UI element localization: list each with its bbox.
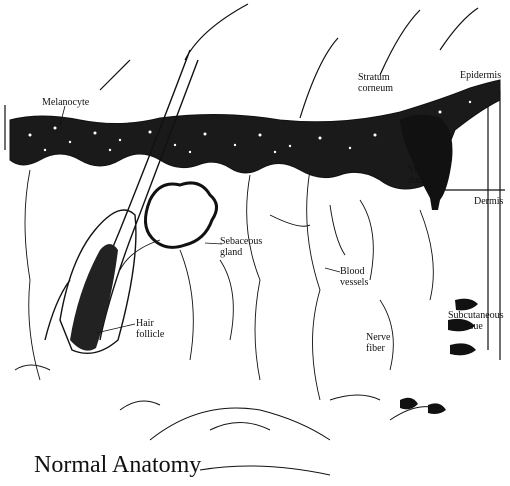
label-hair-follicle: Hair follicle: [136, 318, 186, 340]
label-dermis-text: Dermis: [474, 196, 503, 207]
label-sebaceous-line1: Sebaceous: [220, 236, 262, 247]
label-stratum-line1: Stratum: [358, 72, 390, 83]
label-sebaceous-gland: Sebaceous gland: [220, 236, 290, 258]
label-stratum-corneum: Stratum corneum: [358, 72, 418, 94]
label-blood-line1: Blood: [340, 266, 364, 277]
label-nerve-fiber: Nerve fiber: [366, 332, 416, 354]
label-hair-line2: follicle: [136, 329, 164, 340]
label-subcutaneous-line1: Subcutaneous: [448, 310, 504, 321]
label-sweat-duct: Sweat duct: [408, 164, 448, 186]
label-sweat-line2: duct: [408, 175, 425, 186]
label-melanocyte-text: Melanocyte: [42, 97, 89, 108]
sebaceous-gland-shape: [145, 183, 216, 247]
label-subcutaneous-tissue: Subcutaneous tissue: [448, 310, 508, 332]
label-subcutaneous-line2: tissue: [448, 321, 483, 332]
label-epidermis-text: Epidermis: [460, 70, 501, 81]
label-nerve-line1: Nerve: [366, 332, 390, 343]
label-sweat-line1: Sweat: [408, 164, 432, 175]
surface-hairs: [100, 4, 478, 118]
label-epidermis: Epidermis: [460, 70, 501, 81]
label-nerve-line2: fiber: [366, 343, 385, 354]
label-blood-vessels: Blood vessels: [340, 266, 400, 288]
label-blood-line2: vessels: [340, 277, 368, 288]
label-dermis: Dermis: [474, 196, 503, 207]
label-stratum-line2: corneum: [358, 83, 393, 94]
label-melanocyte: Melanocyte: [42, 97, 89, 108]
figure-caption: Normal Anatomy: [34, 452, 201, 479]
label-hair-line1: Hair: [136, 318, 154, 329]
label-sebaceous-line2: gland: [220, 247, 242, 258]
